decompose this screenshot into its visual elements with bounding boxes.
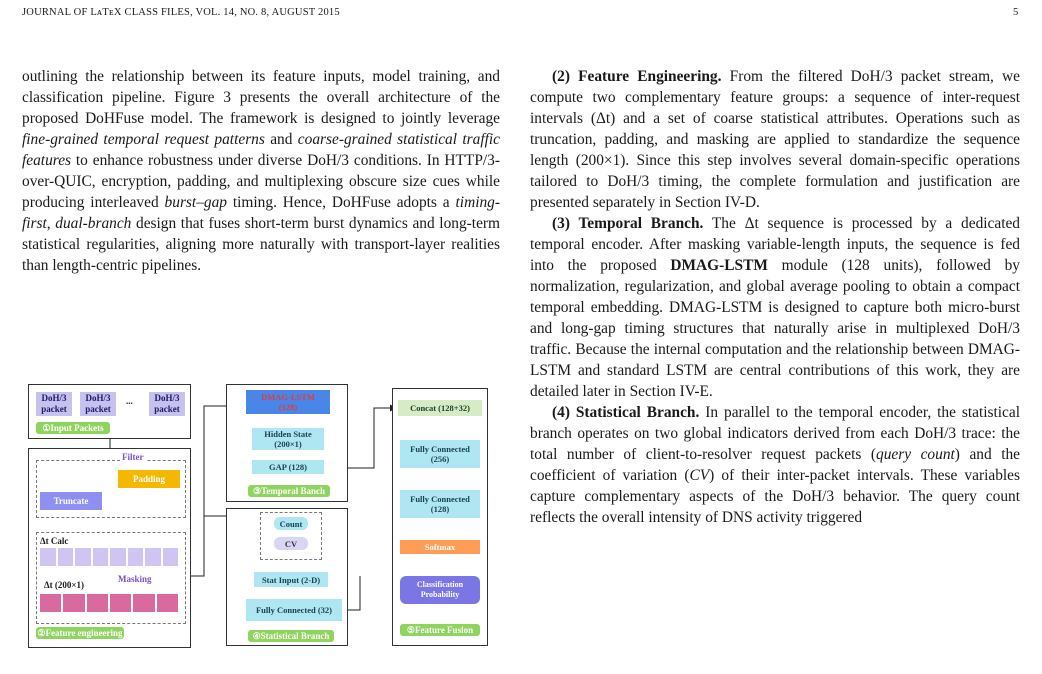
- filter-label: Filter: [120, 452, 146, 462]
- doh3-packet-2: DoH/3 packet: [80, 392, 116, 416]
- paragraph-overview: outlining the relationship between its f…: [22, 68, 501, 274]
- feature-fusion-label: ⑤Feature Fusion: [400, 624, 480, 636]
- page-number: 5: [1013, 7, 1019, 18]
- cv-pill: CV: [274, 537, 308, 550]
- temporal-branch-label: ③Temporal Banch: [248, 485, 330, 497]
- padding-block: Padding: [118, 470, 180, 488]
- masked-sequence-strip: [40, 594, 178, 612]
- input-packets-label: ①Input Packets: [36, 422, 110, 434]
- masking-label: Masking: [118, 574, 152, 584]
- paragraph-temporal-branch: (3) Temporal Branch. The Δt sequence is …: [530, 215, 1020, 400]
- stat-fc-block: Fully Connected (32): [246, 599, 342, 621]
- doh3-packet-3: DoH/3 packet: [149, 392, 185, 416]
- fc-256-block: Fully Connected(256): [400, 440, 480, 468]
- feature-engineering-label: ②Feature engineering: [36, 627, 124, 639]
- delta-t-sequence-strip: [40, 548, 178, 566]
- right-column: (2) Feature Engineering. From the filter…: [530, 66, 1020, 674]
- delta-t-calc-label: Δt Calc: [40, 536, 69, 546]
- running-header: JOURNAL OF LᴀTᴇX CLASS FILES, VOL. 14, N…: [22, 7, 340, 18]
- architecture-figure: DoH/3 packet DoH/3 packet ... DoH/3 pack…: [28, 384, 490, 650]
- fc-128-block: Fully Connected(128): [400, 490, 480, 518]
- softmax-block: Softmax: [400, 540, 480, 554]
- doh3-packet-1: DoH/3 packet: [36, 392, 72, 416]
- count-pill: Count: [274, 517, 308, 530]
- delta-t-group: [36, 532, 186, 624]
- dmag-lstm-block: DMAG-LSTM(128): [246, 390, 330, 414]
- packet-ellipsis: ...: [126, 396, 133, 406]
- stat-input-block: Stat Input (2-D): [254, 572, 328, 587]
- concat-block: Concat (128+32): [398, 400, 482, 416]
- statistical-branch-label: ④Statistical Branch: [248, 630, 334, 642]
- gap-block: GAP (128): [252, 460, 324, 474]
- paragraph-statistical-branch: (4) Statistical Branch. In parallel to t…: [530, 404, 1020, 526]
- filter-group: [36, 460, 186, 518]
- stat-features-group: [260, 512, 322, 560]
- left-column: outlining the relationship between its f…: [22, 66, 500, 276]
- truncate-block: Truncate: [40, 492, 102, 510]
- hidden-state-block: Hidden State(200×1): [252, 428, 324, 450]
- paragraph-feature-engineering: (2) Feature Engineering. From the filter…: [530, 68, 1020, 211]
- delta-t-size-label: Δt (200×1): [44, 580, 85, 590]
